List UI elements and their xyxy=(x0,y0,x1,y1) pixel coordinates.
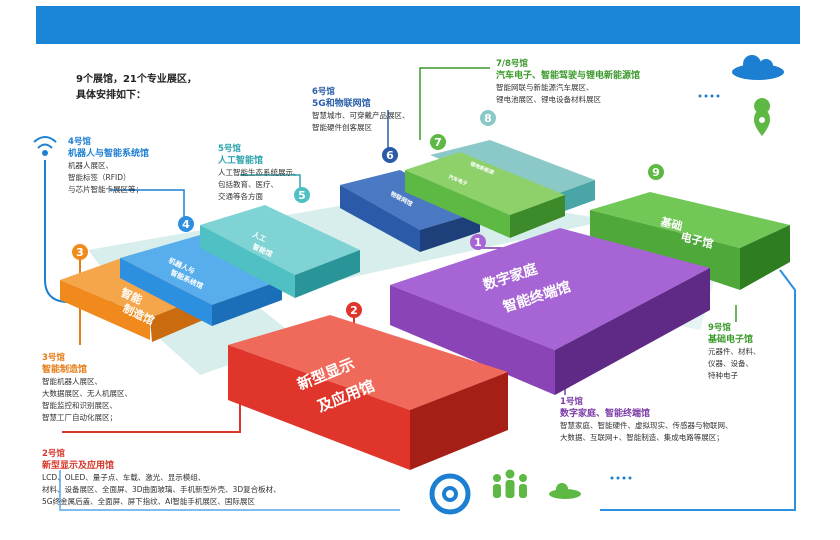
hall-9-line-2: 仪器、设备、 xyxy=(708,359,753,368)
hall-7-8-line-1: 智能网联与新能源汽车展区、 xyxy=(496,83,594,92)
hall-9-line-3: 特种电子 xyxy=(708,371,738,380)
hall-5-label: 5号馆 人工智能馆 人工智能生态系统展示、 包括教育、医疗、 交通等各方面 xyxy=(218,143,301,203)
dots-decoration xyxy=(610,94,720,480)
hall-1-title: 数字家庭、智能终端馆 xyxy=(560,409,651,419)
hall-pins: 1 2 3 4 5 6 7 8 9 xyxy=(72,110,664,318)
building-hall-1[interactable]: 数字家庭 智能终端馆 xyxy=(390,228,710,395)
svg-text:1: 1 xyxy=(474,236,482,249)
hall-7-8-title: 汽车电子、智能驾驶与锂电新能源馆 xyxy=(496,71,641,81)
hall-3-label: 3号馆 智能制造馆 智能机器人展区、 大数据展区、无人机展区、 智能监控和识别展… xyxy=(42,352,132,424)
hall-1-line-1: 智慧家庭、智能硬件、虚拟现实、传感器与物联网、 xyxy=(560,421,733,430)
hall-4-line-3: 与芯片智能卡展区等； xyxy=(68,185,143,194)
hall-9-line-1: 元器件、材料、 xyxy=(708,347,761,356)
hall-6-line-2: 智能硬件创客展区 xyxy=(312,123,372,132)
intro-line-2: 具体安排如下： xyxy=(76,90,146,101)
hall-5-title: 人工智能馆 xyxy=(218,156,264,166)
pin-6[interactable]: 6 xyxy=(382,147,398,163)
intro-text: 9个展馆，21个专业展区， 具体安排如下： xyxy=(76,72,197,104)
pin-1[interactable]: 1 xyxy=(470,234,486,250)
hall-2-title: 新型显示及应用馆 xyxy=(42,461,115,471)
small-cloud-icon xyxy=(549,483,581,499)
pin-5[interactable]: 5 xyxy=(294,187,310,203)
hall-2-line-1: LCD、OLED、量子点、车载、激光、显示模组、 xyxy=(42,473,206,482)
svg-text:9: 9 xyxy=(652,166,660,179)
hall-9-number: 9号馆 xyxy=(708,323,731,333)
hall-4-number: 4号馆 xyxy=(68,137,91,147)
hall-7-8-label: 7/8号馆 汽车电子、智能驾驶与锂电新能源馆 智能网联与新能源汽车展区、 锂电池… xyxy=(496,58,640,106)
svg-text:4: 4 xyxy=(182,218,190,231)
hall-6-label: 6号馆 5G和物联网馆 智慧城市、可穿戴产品展区、 智能硬件创客展区 xyxy=(312,86,410,134)
at-sign-icon xyxy=(429,473,471,515)
svg-text:7: 7 xyxy=(434,136,442,149)
hall-2-line-3: 5G终金属后盖、全面屏、屏下指纹、AI智能手机展区、国际展区 xyxy=(42,497,255,506)
hall-4-line-2: 智能标签（RFID） xyxy=(68,173,131,182)
hall-3-line-4: 智慧工厂自动化展区； xyxy=(42,413,117,422)
hall-6-number: 6号馆 xyxy=(312,87,335,97)
wifi-icon xyxy=(33,136,57,156)
hall-5-number: 5号馆 xyxy=(218,144,241,154)
building-hall-5[interactable]: 人工 智能馆 xyxy=(200,205,360,298)
hall-4-line-1: 机器人展区、 xyxy=(68,161,113,170)
pin-3[interactable]: 3 xyxy=(72,244,88,260)
hall-6-line-1: 智慧城市、可穿戴产品展区、 xyxy=(312,111,410,120)
hall-2-label: 2号馆 新型显示及应用馆 LCD、OLED、量子点、车载、激光、显示模组、 材料… xyxy=(42,448,281,508)
hall-1-number: 1号馆 xyxy=(560,397,583,407)
hall-7-8-line-2: 锂电池展区、锂电设备材料展区 xyxy=(496,95,601,104)
hall-1-line-2: 大数据、互联网+、智能制造、集成电路等展区； xyxy=(560,433,724,442)
building-hall-7-8[interactable]: 汽车电子 锂电新能源 xyxy=(405,140,595,238)
hall-3-title: 智能制造馆 xyxy=(42,365,88,375)
building-hall-4[interactable]: 机器人与 智能系统馆 xyxy=(120,235,282,326)
hall-9-label: 9号馆 基础电子馆 元器件、材料、 仪器、设备、 特种电子 xyxy=(708,322,761,382)
svg-text:6: 6 xyxy=(386,149,394,162)
building-hall-2[interactable]: 新型显示 及应用馆 xyxy=(228,315,508,470)
svg-text:3: 3 xyxy=(76,246,84,259)
hall-9-name-1: 基础 xyxy=(658,214,684,233)
hall-2-number: 2号馆 xyxy=(42,449,65,459)
hall-4-label: 4号馆 机器人与智能系统馆 机器人展区、 智能标签（RFID） 与芯片智能卡展区… xyxy=(68,136,149,196)
hall-9-title: 基础电子馆 xyxy=(708,335,754,345)
hall-7-8-number: 7/8号馆 xyxy=(496,59,528,69)
svg-text:2: 2 xyxy=(350,304,358,317)
location-pin-icon xyxy=(754,98,771,136)
hall-3-line-3: 智能监控和识别展区、 xyxy=(42,401,117,410)
svg-text:5: 5 xyxy=(298,189,306,202)
people-icon xyxy=(493,469,527,498)
pin-7[interactable]: 7 xyxy=(430,134,446,150)
hall-2-line-2: 材料、设备展区、全面屏、3D曲面玻璃、手机新型外壳、3D复合板材、 xyxy=(42,485,281,494)
pin-8[interactable]: 8 xyxy=(480,110,496,126)
hall-5-line-3: 交通等各方面 xyxy=(218,192,263,201)
svg-text:8: 8 xyxy=(484,112,492,125)
hall-3-line-2: 大数据展区、无人机展区、 xyxy=(42,389,132,398)
building-hall-6[interactable]: 物联网馆 xyxy=(340,170,480,252)
hall-5-line-1: 人工智能生态系统展示、 xyxy=(218,168,301,177)
hall-3-number: 3号馆 xyxy=(42,353,65,363)
intro-line-1: 9个展馆，21个专业展区， xyxy=(76,74,197,85)
hall-3-line-1: 智能机器人展区、 xyxy=(42,377,102,386)
hall-4-title: 机器人与智能系统馆 xyxy=(68,149,150,159)
hall-5-line-2: 包括教育、医疗、 xyxy=(218,180,278,189)
hall-1-label: 1号馆 数字家庭、智能终端馆 智慧家庭、智能硬件、虚拟现实、传感器与物联网、 大… xyxy=(560,396,733,444)
pin-9[interactable]: 9 xyxy=(648,164,664,180)
cloud-icon xyxy=(732,55,784,80)
pin-4[interactable]: 4 xyxy=(178,216,194,232)
top-banner xyxy=(36,6,800,44)
hall-6-title: 5G和物联网馆 xyxy=(312,99,371,109)
pin-2[interactable]: 2 xyxy=(346,302,362,318)
